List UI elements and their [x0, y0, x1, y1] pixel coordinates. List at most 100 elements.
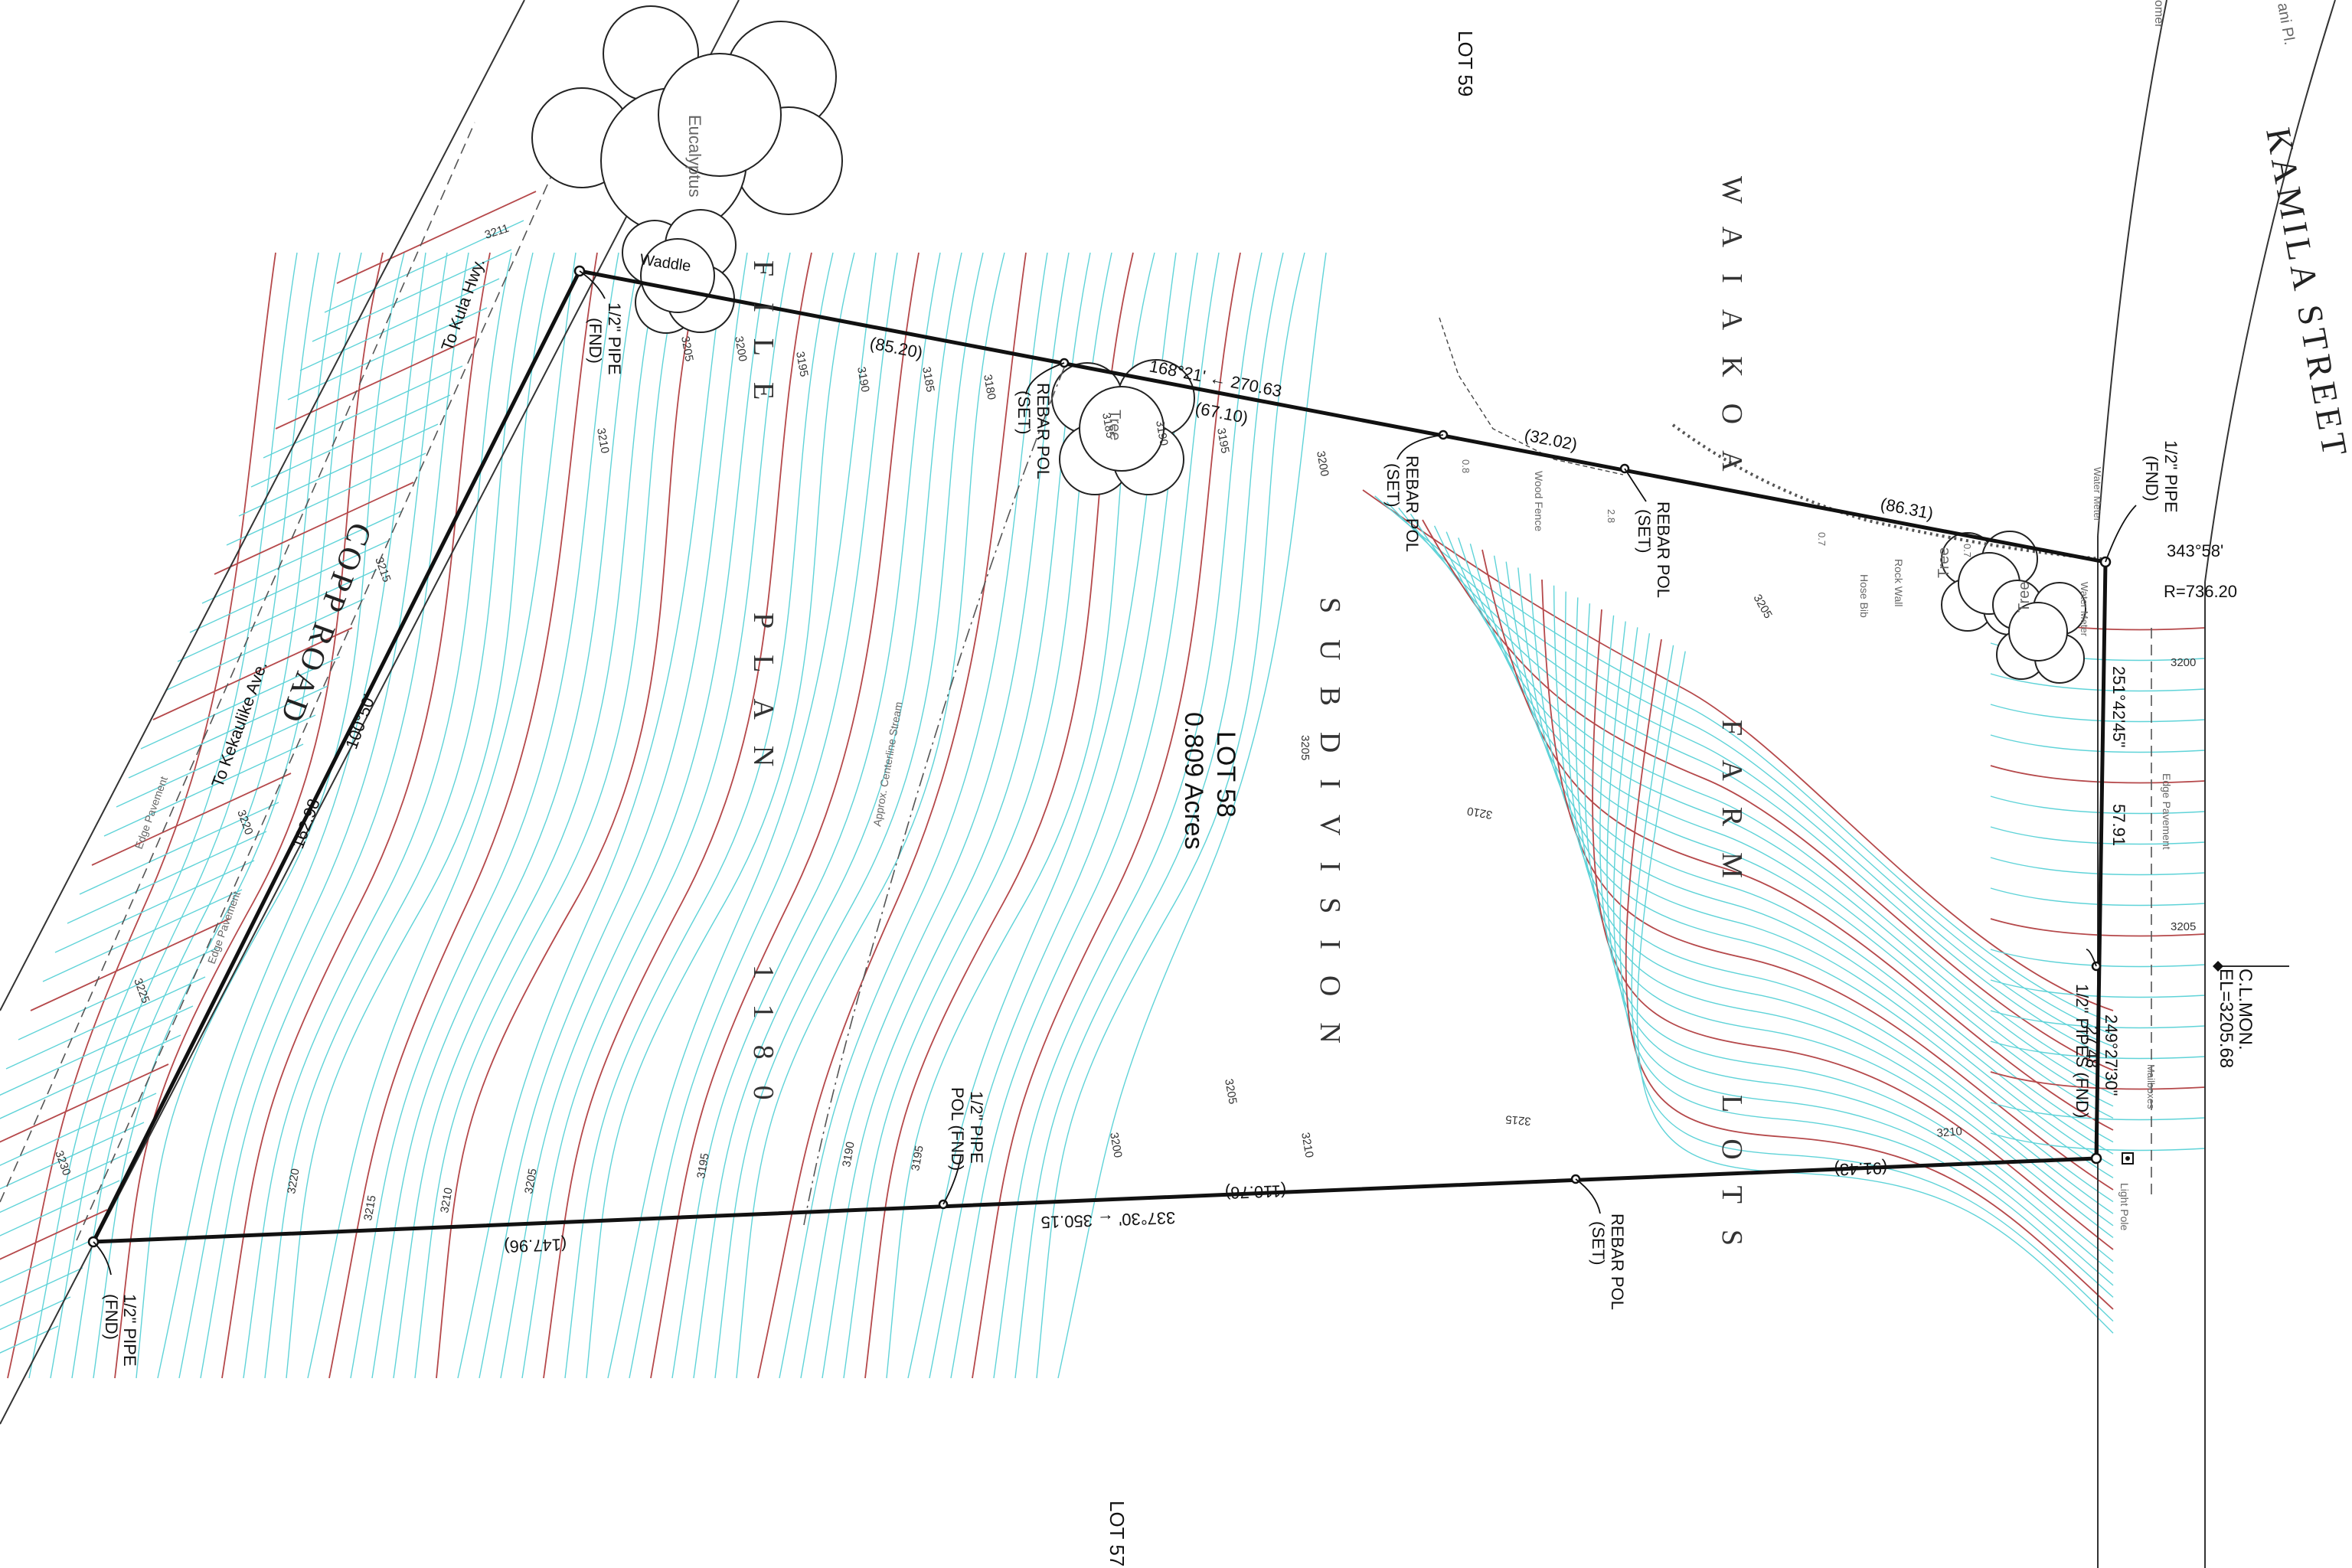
contour-line [178, 252, 448, 1379]
contour-line [0, 1005, 194, 1096]
contour-line [1990, 918, 2206, 937]
contour-line [1619, 633, 2114, 1298]
contour-line [1553, 585, 2114, 1203]
west-distance: 162.98 [288, 796, 324, 851]
east-bearing: 251°42'45" [2109, 666, 2128, 747]
contour-label: 3205 [522, 1168, 540, 1195]
contour-line [307, 252, 577, 1379]
contour-line [757, 252, 1027, 1379]
contour-line [91, 773, 292, 866]
south-seg-2: (110.76) [1225, 1181, 1287, 1203]
contour-line [1631, 645, 2114, 1322]
wall-height-3: 0.7 [1816, 532, 1828, 546]
rebar-b-label: REBAR POL [1403, 456, 1422, 552]
contour-line [800, 252, 1070, 1379]
water-meter-label-2: Water Meter [2079, 582, 2090, 637]
rebar-c-label-2: (SET) [1635, 509, 1654, 553]
contour-line [226, 452, 426, 546]
subdivision-word-subdivision: SUBDIVISION [1314, 597, 1346, 1070]
curve-bearing: 343°58' [2167, 541, 2223, 560]
contour-line [243, 252, 512, 1379]
contour-line [324, 220, 524, 313]
sw-pipe-label: 1/2" PIPE [120, 1294, 139, 1367]
subdivision-word-lots: LOTS [1716, 1095, 1748, 1272]
contour-line [1990, 704, 2206, 723]
contour-line [1565, 591, 2114, 1214]
contour-line [93, 252, 362, 1379]
contour-line [479, 252, 748, 1379]
contour-label: 3195 [909, 1145, 926, 1172]
contour-line [1606, 621, 2114, 1274]
subdivision-word-waiakoa: WAIAKOA [1716, 176, 1748, 498]
contour-line [586, 252, 855, 1379]
nw-pipe-label: 1/2" PIPE [605, 302, 624, 375]
contour-line [287, 307, 488, 400]
pipe-pol-label-2: POL (FND) [948, 1087, 967, 1171]
contour-label: 3205 [678, 335, 696, 363]
contour-line [629, 252, 898, 1379]
contour-label: 3215 [361, 1194, 379, 1222]
contour-line [650, 252, 920, 1379]
contour-line [221, 252, 491, 1379]
tree-label-north-a: Tree [1106, 410, 1123, 440]
rock-wall [1671, 423, 2102, 560]
contour-line [201, 511, 402, 604]
north-seg-1: (85.20) [868, 333, 924, 362]
contour-label: 3190 [854, 366, 872, 394]
edge-pavement-label-w: Edge Pavement [132, 775, 170, 851]
contour-label: 3205 [2171, 920, 2196, 933]
contour-line [1529, 573, 2114, 1178]
contour-line [521, 252, 791, 1379]
corner-street-label: ani Pl. [2274, 2, 2298, 47]
contour-line [972, 252, 1241, 1379]
contour-label: 3195 [694, 1152, 712, 1180]
wall-height-1: 0.8 [1460, 459, 1472, 473]
contour-line [1505, 561, 2114, 1155]
contour-line [693, 252, 962, 1379]
contour-label: 3190 [840, 1141, 858, 1168]
contour-label: 3200 [732, 335, 750, 363]
wall-height-2: 2.8 [1606, 509, 1617, 523]
leaders [93, 270, 2289, 1276]
contour-line [1422, 519, 2114, 1071]
contour-line [189, 540, 390, 633]
contour-lines [0, 191, 2206, 1379]
contour-line [543, 252, 812, 1379]
rebar-a-label-2: (SET) [1014, 390, 1034, 434]
contour-line [457, 252, 727, 1379]
contour-line [103, 743, 304, 837]
contour-label: 3205 [1751, 593, 1775, 621]
sw-pipe-label-2: (FND) [102, 1294, 121, 1340]
contour-line [238, 423, 439, 517]
contour-line [736, 252, 1005, 1379]
contour-line [312, 249, 512, 342]
contour-line [7, 252, 276, 1379]
contour-line [1036, 252, 1305, 1379]
contour-line [1592, 609, 2114, 1250]
contour-line [0, 1180, 120, 1236]
contour-line [28, 252, 298, 1379]
contour-line [128, 685, 328, 779]
contour-label: 3210 [438, 1187, 456, 1214]
contour-line [1599, 615, 2114, 1263]
contour-line [0, 1034, 181, 1119]
tree-label-east-a: Tree [1936, 547, 1952, 578]
contour-line [1541, 579, 2114, 1191]
contour-label: 3200 [1314, 450, 1331, 478]
contour-label: 3220 [285, 1168, 302, 1195]
contour-line [1517, 567, 2114, 1167]
contour-line [1433, 525, 2114, 1083]
contour-line [1990, 1010, 2206, 1029]
contour-line [714, 252, 984, 1379]
contour-line [1410, 513, 2114, 1060]
contour-line [286, 252, 555, 1379]
contour-line [0, 1296, 71, 1331]
lot-59-label: LOT 59 [1454, 31, 1477, 96]
nw-pipe-label-2: (FND) [586, 318, 605, 364]
contour-label: 3185 [1099, 412, 1117, 439]
contour-line [0, 1093, 157, 1166]
corner-street-label-2: omer [2152, 0, 2165, 28]
contour-label: 3195 [793, 351, 811, 378]
contour-line [165, 598, 365, 691]
subdivision-word-farm: FARM [1716, 720, 1748, 904]
